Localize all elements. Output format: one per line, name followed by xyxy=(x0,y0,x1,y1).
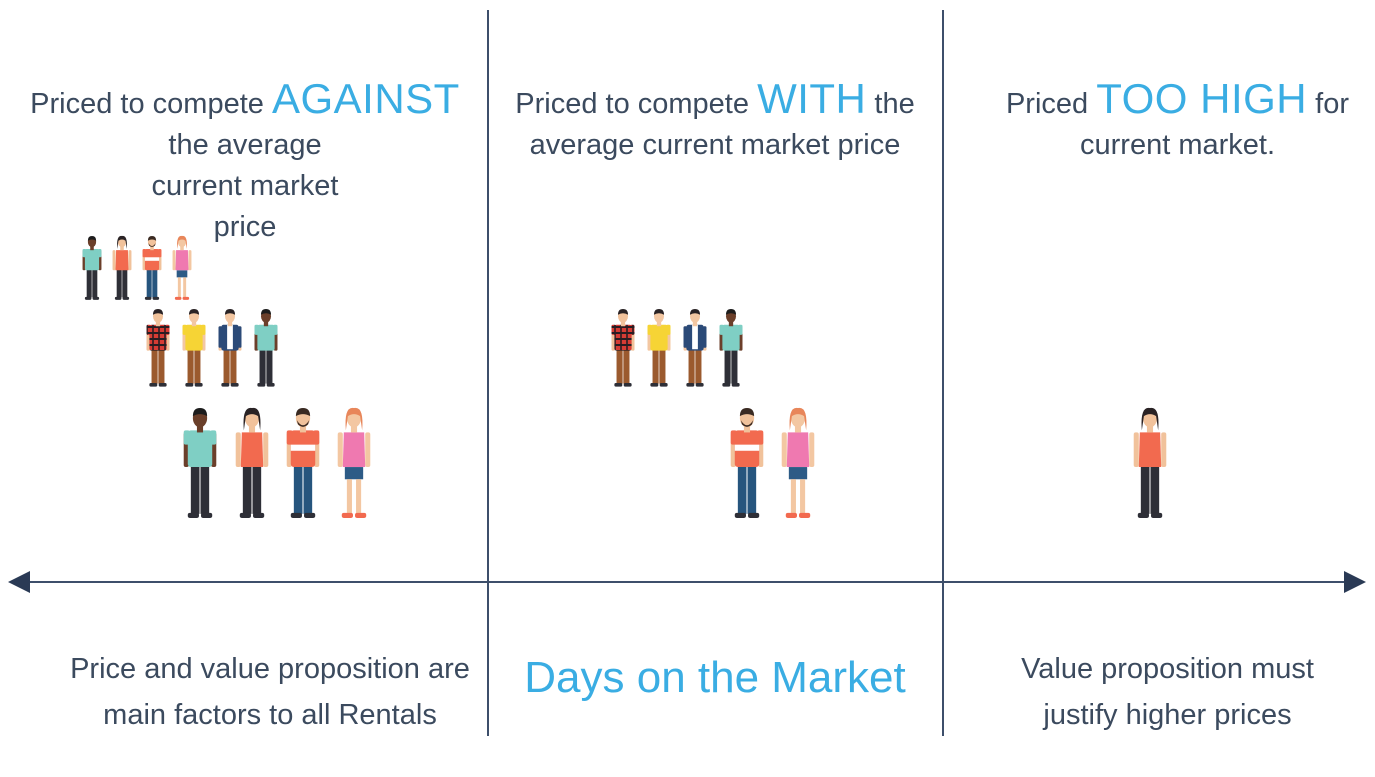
person-icon xyxy=(183,408,217,518)
column-3-heading: Priced TOO HIGH for current market. xyxy=(985,78,1370,166)
person-icon xyxy=(683,309,707,387)
person-icon xyxy=(172,235,192,300)
person-icon xyxy=(182,309,206,387)
column-2-footer: Days on the Market xyxy=(524,653,906,702)
person-icon xyxy=(337,407,371,518)
people-figures xyxy=(82,235,1167,518)
person-icon xyxy=(719,309,743,387)
person-icon xyxy=(218,309,242,387)
column-2-heading-pre: Priced to compete xyxy=(515,88,758,120)
person-icon xyxy=(146,309,170,387)
person-icon xyxy=(781,407,815,518)
column-3-heading-post: for current market. xyxy=(1080,88,1350,161)
person-icon xyxy=(286,408,320,518)
axis-right-arrowhead-icon xyxy=(1344,571,1366,593)
person-icon xyxy=(611,309,635,387)
column-2-heading-accent: WITH xyxy=(757,75,867,122)
column-1-heading: Priced to compete AGAINST the average cu… xyxy=(20,78,470,248)
column-1-heading-post: the average current market price xyxy=(151,129,339,243)
column-3-heading-pre: Priced xyxy=(1005,88,1097,120)
column-divider-right xyxy=(942,10,944,736)
column-3-footer: Value proposition must justify higher pr… xyxy=(1021,653,1314,731)
column-2-heading: Priced to compete WITH the average curre… xyxy=(495,78,935,166)
days-on-market-axis xyxy=(8,571,1366,593)
column-1-footer: Price and value proposition are main fac… xyxy=(70,653,470,731)
column-3-heading-accent: TOO HIGH xyxy=(1096,75,1308,122)
person-icon xyxy=(1133,407,1167,518)
column-2-heading-post: the average current market price xyxy=(529,88,915,161)
column-divider-left xyxy=(487,10,489,736)
column-1-heading-accent: AGAINST xyxy=(271,75,460,122)
person-icon xyxy=(647,309,671,387)
person-icon xyxy=(142,236,162,300)
person-icon xyxy=(235,407,269,518)
person-icon xyxy=(730,408,764,518)
axis-left-arrowhead-icon xyxy=(8,571,30,593)
person-icon xyxy=(254,309,278,387)
column-1-heading-pre: Priced to compete xyxy=(30,88,272,120)
person-icon xyxy=(82,236,102,300)
person-icon xyxy=(112,235,132,300)
